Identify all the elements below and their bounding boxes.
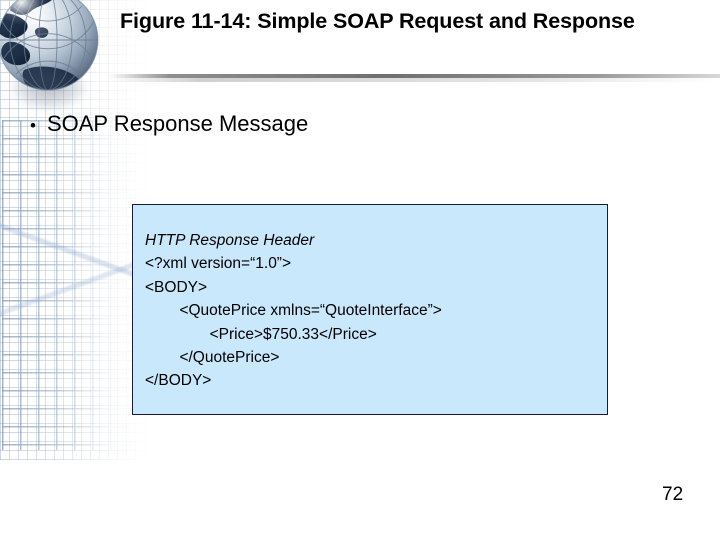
code-line-6: </BODY> xyxy=(145,372,212,390)
title-separator-rule-shadow xyxy=(108,78,720,82)
bullet-item-label: SOAP Response Message xyxy=(46,111,309,136)
code-snippet-box: HTTP Response Header <?xml version=“1.0”>… xyxy=(132,204,608,415)
page-number: 72 xyxy=(662,484,684,505)
code-line-4: <Price>$750.33</Price> xyxy=(145,325,377,343)
code-line-1: <?xml version=“1.0”> xyxy=(145,255,292,273)
code-line-2: <BODY> xyxy=(145,278,208,296)
title-block: Figure 11-14: Simple SOAP Request and Re… xyxy=(120,8,690,36)
diagonal-streak-decor xyxy=(0,150,150,370)
slide-title: Figure 11-14: Simple SOAP Request and Re… xyxy=(120,9,635,33)
globe-svg xyxy=(0,0,99,91)
code-line-5: </QuotePrice> xyxy=(145,348,280,366)
code-snippet-lines: HTTP Response Header <?xml version=“1.0”>… xyxy=(145,229,599,393)
globe-icon xyxy=(0,0,114,112)
globe-shadow xyxy=(12,70,86,110)
bullet-marker-icon: • xyxy=(30,116,36,135)
title-separator-rule xyxy=(108,74,720,78)
code-line-0: HTTP Response Header xyxy=(145,232,315,249)
bullet-list-item: • SOAP Response Message xyxy=(30,111,309,136)
grid-watermark-coarse xyxy=(2,120,132,450)
code-line-3: <QuotePrice xmlns=“QuoteInterface”> xyxy=(145,302,442,320)
grid-watermark-fine xyxy=(0,0,150,460)
